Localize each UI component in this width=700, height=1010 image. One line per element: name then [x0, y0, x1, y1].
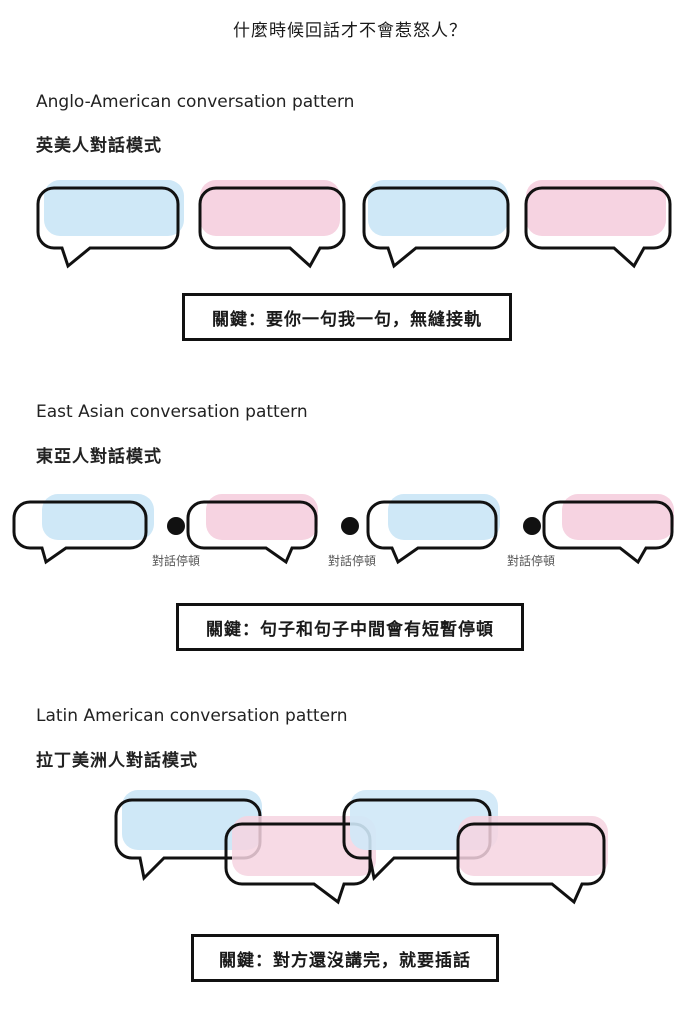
speech-bubble-blue-2	[362, 180, 510, 269]
section-latin-label-zh: 拉丁美洲人對話模式	[36, 751, 198, 771]
pause-label-3: 對話停頓	[507, 553, 555, 568]
speech-bubble-pink-2	[542, 494, 674, 565]
speech-bubble-pink-1	[186, 494, 318, 565]
pause-dot-1	[167, 517, 185, 535]
section-latin-label-en: Latin American conversation pattern	[36, 706, 348, 726]
pause-label-2: 對話停頓	[328, 553, 376, 568]
speech-bubble-pink-2	[456, 816, 608, 905]
pause-dot-2	[341, 517, 359, 535]
pause-dot-3	[523, 517, 541, 535]
eastasian-key-box: 關鍵：句子和句子中間會有短暫停頓	[176, 603, 524, 651]
anglo-key-box: 關鍵：要你一句我一句，無縫接軌	[182, 293, 512, 341]
eastasian-bubbles-diagram: 對話停頓 對話停頓 對話停頓	[12, 494, 674, 568]
speech-bubble-blue-1	[36, 180, 184, 269]
latin-bubbles-diagram	[114, 790, 608, 905]
page-title: 什麼時候回話才不會惹怒人？	[233, 21, 467, 41]
speech-bubble-pink-2	[524, 180, 672, 269]
anglo-bubbles-diagram	[36, 180, 672, 269]
section-anglo-label-en: Anglo-American conversation pattern	[36, 92, 355, 112]
section-eastasian-label-en: East Asian conversation pattern	[36, 402, 308, 422]
section-eastasian-label-zh: 東亞人對話模式	[36, 447, 162, 467]
latin-key-box: 關鍵：對方還沒講完，就要插話	[191, 934, 499, 982]
section-anglo-label-zh: 英美人對話模式	[36, 136, 162, 156]
speech-bubble-pink-1	[198, 180, 346, 269]
speech-bubble-blue-2	[366, 494, 500, 565]
pause-label-1: 對話停頓	[152, 553, 200, 568]
speech-bubble-blue-1	[12, 494, 154, 565]
